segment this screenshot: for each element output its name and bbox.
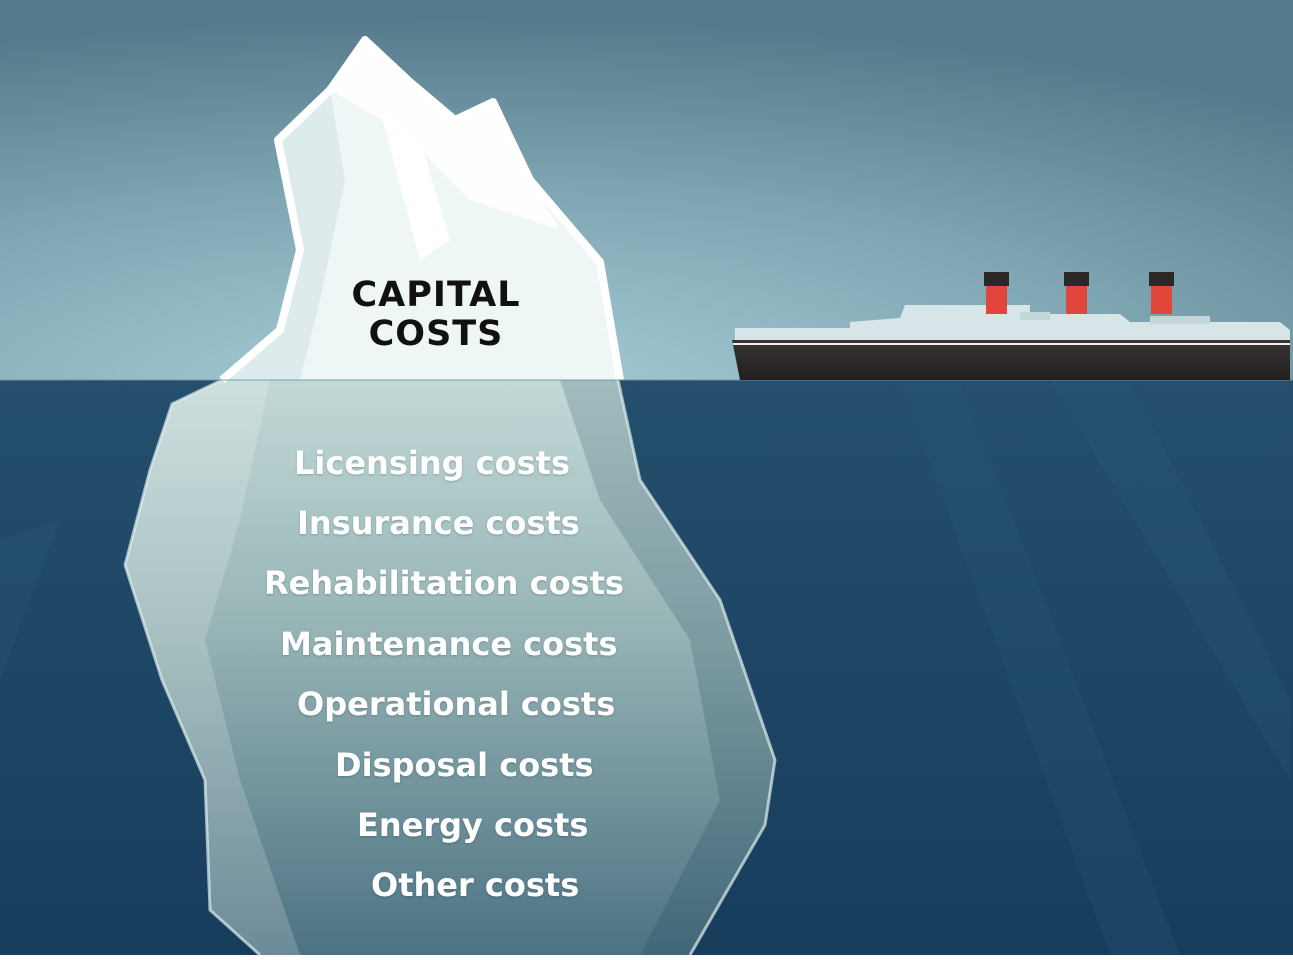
iceberg-facet (222, 90, 345, 380)
iceberg-outline (123, 378, 777, 957)
iceberg-submerged (125, 380, 775, 955)
ship-deck (735, 305, 1290, 346)
hidden-cost-item: Maintenance costs (280, 625, 618, 663)
hidden-cost-item: Insurance costs (297, 504, 580, 542)
funnel (1151, 286, 1172, 314)
hidden-cost-item: Licensing costs (294, 444, 570, 482)
hidden-cost-item: Other costs (371, 866, 580, 904)
hidden-cost-item: Disposal costs (335, 746, 594, 784)
iceberg-outline (219, 36, 624, 384)
hidden-cost-item: Operational costs (297, 685, 616, 723)
funnel-cap (1064, 272, 1089, 286)
title-line-1: CAPITAL (351, 275, 521, 315)
ship-hull (732, 340, 1290, 380)
light-ray (0, 520, 60, 680)
iceberg-highlight (380, 110, 450, 260)
title-line-2: COSTS (368, 314, 504, 354)
iceberg-facet (560, 380, 775, 955)
ocean-liner-icon (732, 272, 1290, 380)
ship-cabin (1020, 312, 1050, 320)
ship-cabin (1150, 316, 1210, 324)
light-ray (1050, 380, 1290, 780)
hidden-cost-item: Energy costs (357, 806, 589, 844)
iceberg-facet (125, 380, 300, 955)
light-ray (900, 380, 1180, 955)
funnel (986, 286, 1007, 314)
funnel-cap (984, 272, 1009, 286)
funnel (1066, 286, 1087, 314)
funnel-cap (1149, 272, 1174, 286)
capital-costs-title: CAPITAL COSTS (286, 278, 586, 352)
hidden-cost-item: Rehabilitation costs (264, 564, 624, 602)
iceberg-facet (330, 40, 560, 230)
